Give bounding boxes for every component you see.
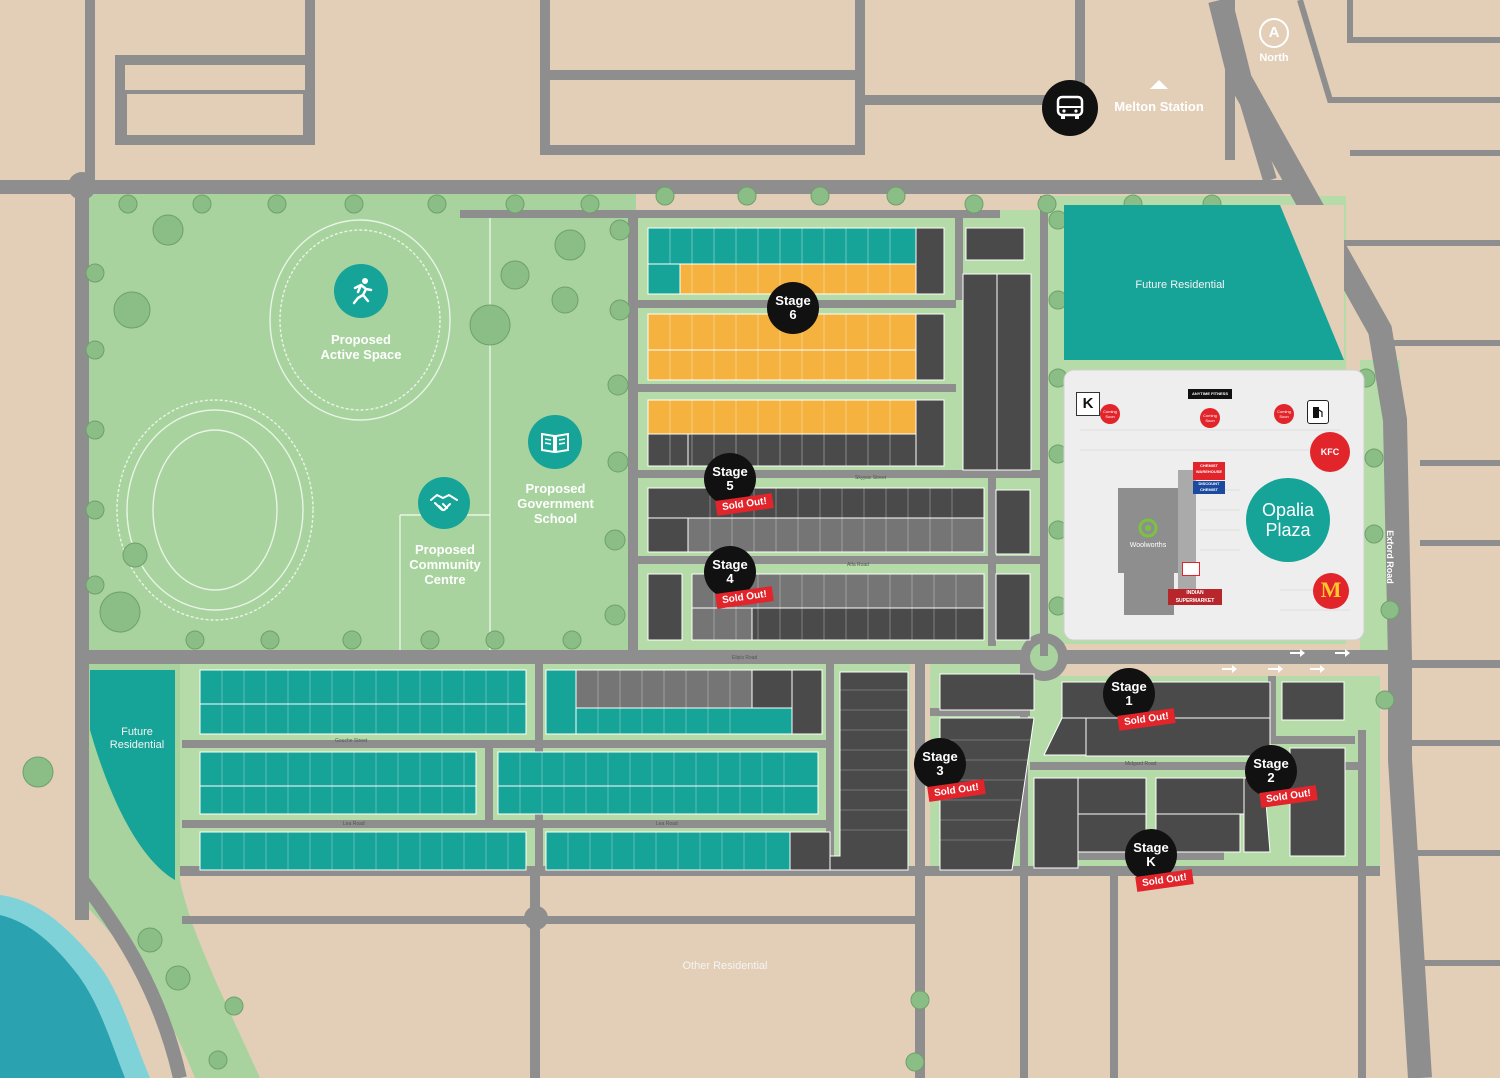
kmart-logo: K	[1076, 392, 1100, 416]
stage-4-lots	[647, 573, 1031, 641]
lot-dividers-6	[669, 228, 891, 466]
future-residential-left-label: Future Residential	[109, 726, 165, 751]
stage-2-text: Stage	[1253, 756, 1289, 771]
opalia-plaza-badge: Opalia Plaza	[1246, 478, 1330, 562]
anytime-fitness-logo: ANYTIME FITNESS	[1188, 389, 1232, 399]
southwest-teal-lots	[199, 669, 819, 871]
stage-6-text: Stage	[775, 293, 811, 308]
street-lea-right: Lea Road	[656, 821, 678, 827]
stage-k-number: K	[1146, 854, 1156, 869]
fuel-pump-icon	[1307, 400, 1329, 424]
stage-4-text: Stage	[712, 557, 748, 572]
community-centre-label: Proposed Community Centre	[409, 542, 481, 587]
street-gouche: Gouche Street	[335, 738, 368, 744]
indian-supermarket-logo: INDIAN SUPERMARKET	[1168, 589, 1222, 605]
stage-6-lots	[647, 227, 945, 467]
coming-soon-badge-1: Coming Soon	[1100, 404, 1120, 424]
store-logo-small	[1182, 562, 1200, 576]
bus-icon	[1056, 95, 1084, 119]
opalia-plaza-label: Opalia Plaza	[1261, 500, 1315, 540]
street-skypac: Skypac Street	[855, 475, 887, 481]
future-residential-top-label: Future Residential	[1135, 279, 1225, 291]
street-midgard: Midgard Road	[1125, 761, 1157, 767]
active-space-label: Proposed Active Space	[320, 332, 402, 362]
exford-road-label: Exford Road	[1385, 530, 1395, 584]
coming-soon-badge-3: Coming Soon	[1274, 404, 1294, 424]
stage-4-number: 4	[726, 571, 734, 586]
stage-1-text: Stage	[1111, 679, 1147, 694]
street-elipis: Elipis Road	[732, 655, 758, 661]
chemist-warehouse-logo: CHEMIST WAREHOUSE	[1193, 462, 1225, 480]
north-label: North	[1259, 52, 1289, 64]
mcdonalds-logo: M	[1313, 573, 1349, 609]
west-roundabout	[68, 172, 96, 200]
school-label: Proposed Government School	[517, 481, 594, 526]
woolworths-label: Woolworths	[1129, 542, 1167, 549]
active-space-icon	[334, 264, 388, 318]
stage-1-number: 1	[1125, 693, 1133, 708]
top-block	[123, 90, 307, 139]
stage-6-number: 6	[789, 307, 797, 322]
stage-k-text: Stage	[1133, 840, 1169, 855]
kfc-logo: KFC	[1310, 432, 1350, 472]
stage-3-number: 3	[936, 763, 944, 778]
stage-5-lots	[647, 487, 1031, 555]
elipis-road	[88, 650, 1398, 664]
top-roads	[85, 0, 1235, 185]
melton-station-marker	[1042, 80, 1098, 136]
street-lea-left: Lea Road	[343, 821, 365, 827]
east-column-lots	[962, 227, 1032, 471]
handshake-icon	[418, 477, 470, 529]
green-strip	[80, 190, 260, 1078]
coming-soon-badge-2: Coming Soon	[1200, 408, 1220, 428]
stage-5-number: 5	[726, 478, 734, 493]
future-residential-left	[90, 670, 175, 880]
woolworths-icon	[1135, 518, 1161, 538]
exford-spur	[1233, 77, 1277, 183]
south-road	[180, 866, 1380, 876]
stage-5-text: Stage	[712, 464, 748, 479]
stage-2-number: 2	[1267, 770, 1275, 785]
station-arrow-icon	[1150, 80, 1168, 89]
water-body	[0, 915, 125, 1078]
north-road	[0, 180, 1300, 194]
street-alfa: Alfa Road	[847, 562, 869, 568]
west-curve-road	[75, 660, 187, 1078]
other-residential-label: Other Residential	[682, 960, 768, 972]
melton-station-label: Melton Station	[1114, 99, 1204, 114]
north-arrow-icon: A	[1259, 18, 1289, 48]
stage-3-text: Stage	[922, 749, 958, 764]
school-book-icon	[528, 415, 582, 469]
discount-chemist-logo: DISCOUNT CHEMIST	[1193, 481, 1225, 494]
north-indicator: A North	[1254, 18, 1294, 64]
